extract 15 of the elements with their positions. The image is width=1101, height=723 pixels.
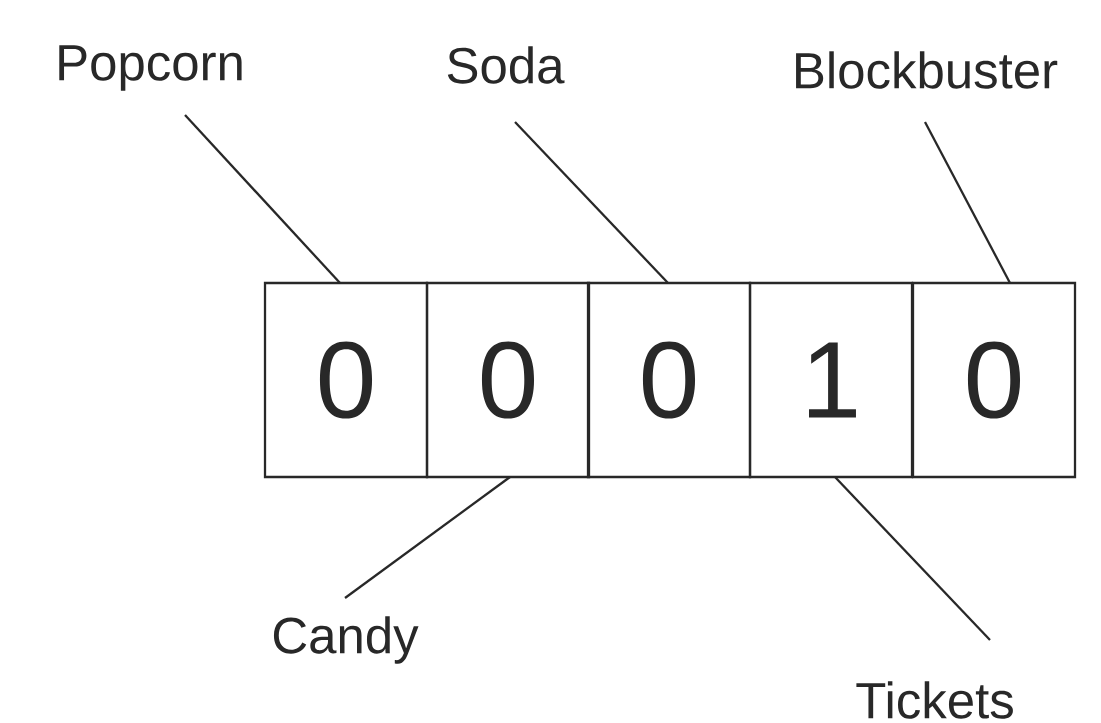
part-label: Candy [273,616,419,664]
part-label: Tickets [856,681,1013,719]
part-label: Soda [447,46,565,84]
part-label: Popcorn [59,45,242,91]
leader-line [924,121,1011,284]
leader-line [514,121,669,284]
digit-cell: 0 [425,281,591,479]
part-label: Blockbuster [796,51,1058,89]
digit-cell: 0 [911,281,1077,479]
leader-line [834,476,991,641]
digit-cell: 0 [586,281,752,479]
leader-line [184,114,341,284]
digit-cell: 0 [263,281,429,479]
leader-line [344,476,511,599]
digit-cell: 1 [748,281,914,479]
